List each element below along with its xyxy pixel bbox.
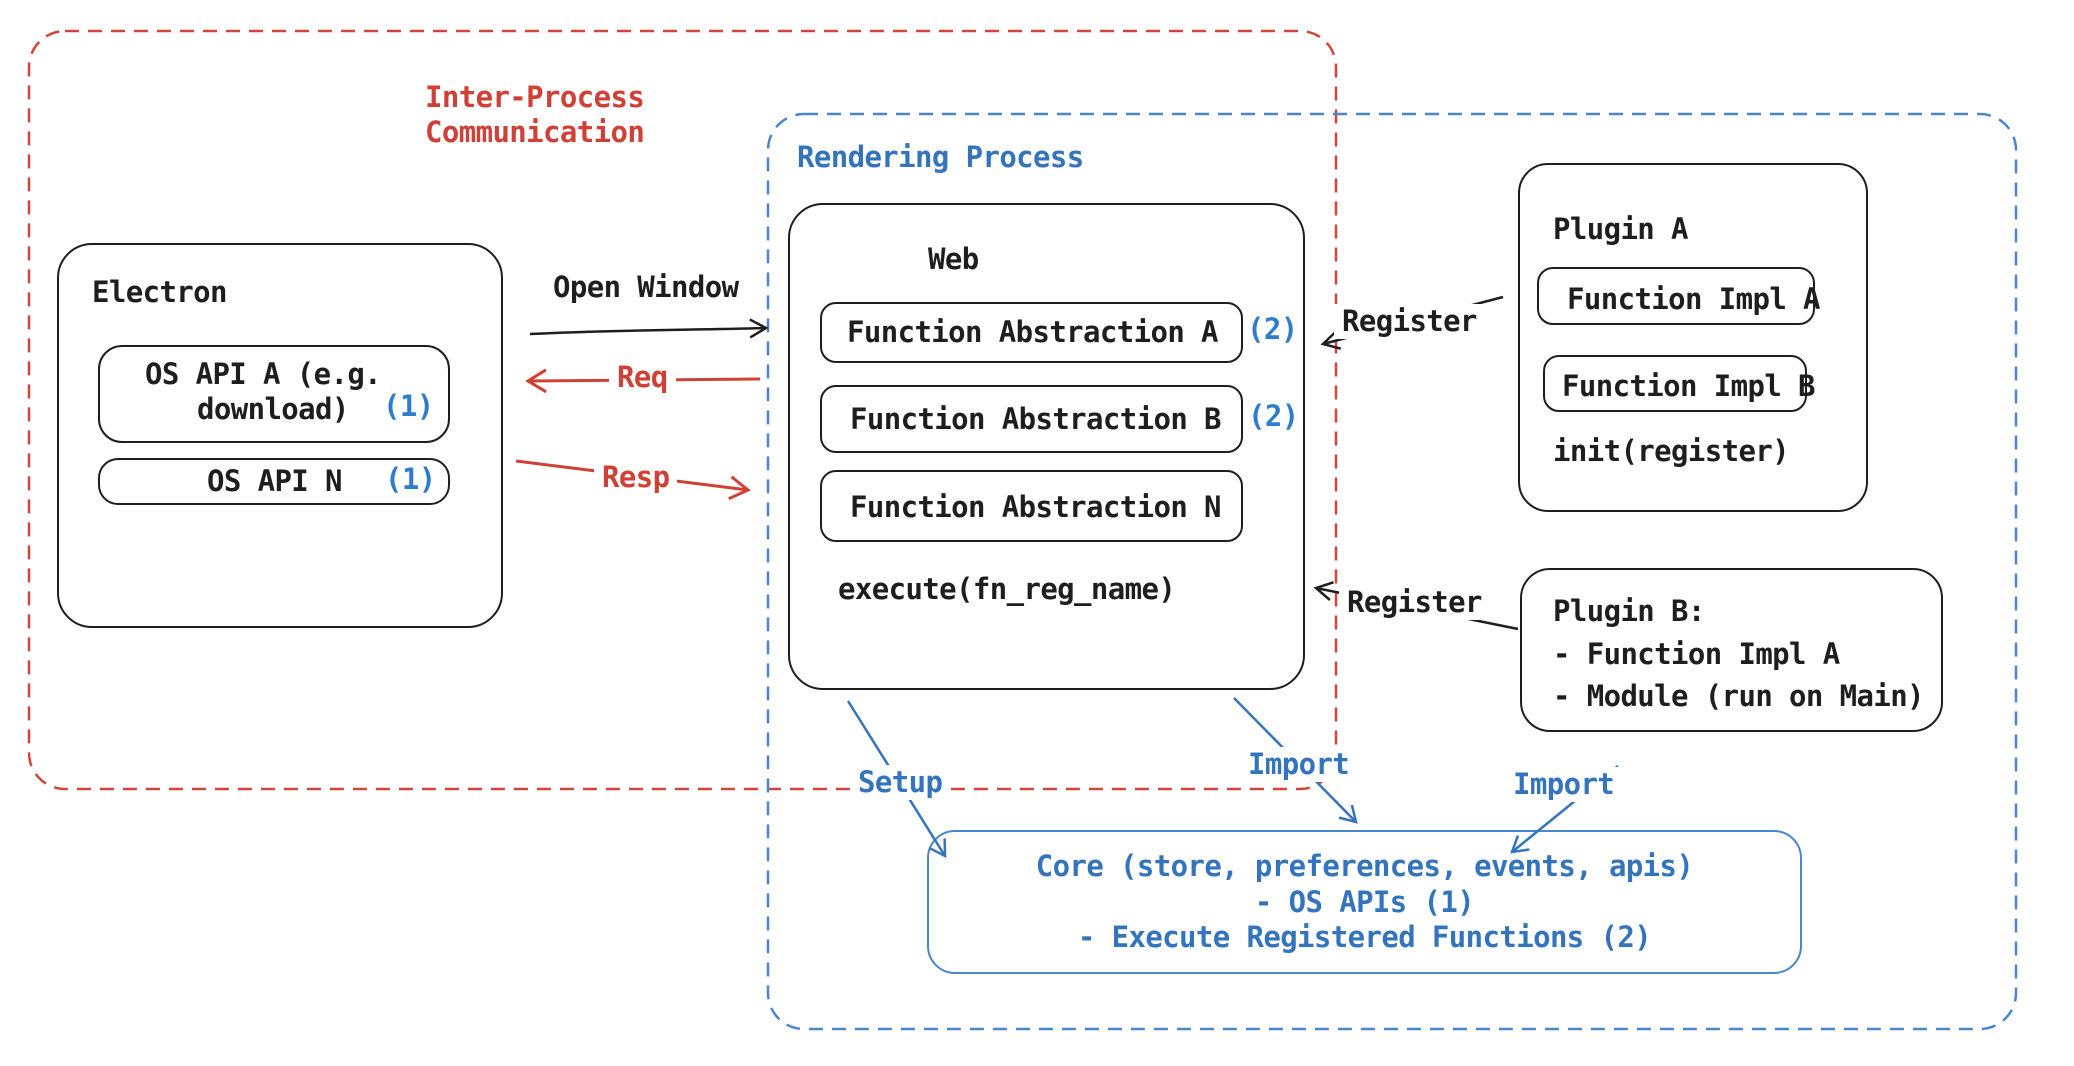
os-api-a-label-line2: download) [197,392,349,426]
os-api-a-label-line1: OS API A (e.g. [145,357,382,391]
resp-label: Resp [594,460,678,495]
req-label: Req [609,360,676,395]
function-abstraction-a-ref-badge: (2) [1247,312,1298,346]
function-impl-a-label: Function Impl A [1567,282,1821,316]
import-web-label: Import [1240,747,1358,782]
function-abstraction-n-label: Function Abstraction N [850,490,1222,524]
register-plugin-b-label: Register [1339,585,1490,620]
ipc-boundary-label-line2: Communication [425,115,645,149]
os-api-a-ref-badge: (1) [383,389,434,423]
rendering-boundary-label: Rendering Process [797,140,1084,174]
function-abstraction-b-label: Function Abstraction B [850,402,1222,436]
register-plugin-a-label: Register [1334,304,1485,339]
core-label-line2: - OS APIs (1) [1254,885,1475,919]
plugin-b-item-module: - Module (run on Main) [1553,679,1925,713]
import-plugin-b-label: Import [1505,767,1623,802]
os-api-n-ref-badge: (1) [385,462,436,496]
open-window-arrow [529,318,769,339]
core-label-line1: Core (store, preferences, events, apis) [1035,849,1694,883]
plugin-a-title: Plugin A [1553,212,1688,246]
electron-title: Electron [92,275,227,309]
web-title: Web [928,242,979,276]
open-window-label: Open Window [553,270,739,304]
function-abstraction-a-label: Function Abstraction A [847,315,1219,349]
plugin-a-init-label: init(register) [1553,434,1790,468]
function-abstraction-b-ref-badge: (2) [1248,399,1299,433]
ipc-boundary-label-line1: Inter-Process [425,80,645,114]
plugin-b-title: Plugin B: [1553,594,1705,628]
core-label-line3: - Execute Registered Functions (2) [1077,920,1652,954]
os-api-n-label: OS API N [207,464,342,498]
function-impl-b-label: Function Impl B [1562,369,1816,403]
plugin-b-item-fn-impl-a: - Function Impl A [1553,637,1840,671]
execute-label: execute(fn_reg_name) [838,572,1176,606]
setup-label: Setup [850,765,951,800]
